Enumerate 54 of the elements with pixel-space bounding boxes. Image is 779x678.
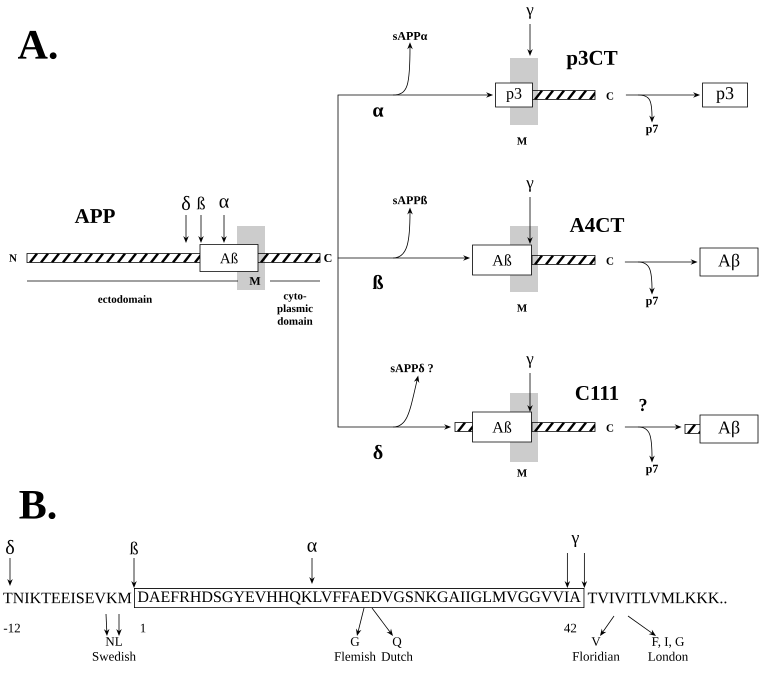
protein-box: Aß	[200, 244, 258, 272]
sequence-text: TVIVITLVMLKKK..	[588, 592, 726, 604]
cleavage-site-label: ß	[196, 196, 205, 210]
fragment-label: p7	[646, 124, 658, 136]
mutation-label: G Flemish	[334, 637, 376, 661]
protein-box: Aβ	[700, 248, 758, 276]
arrow	[628, 616, 656, 636]
cleavage-site-label: δ	[182, 196, 190, 210]
cleavage-site-label: γ	[526, 356, 534, 368]
mutation-label: NL Swedish	[92, 637, 136, 661]
panel-letter: A.	[18, 30, 57, 60]
residue-number: -12	[4, 624, 20, 632]
fragment-label: p7	[646, 296, 658, 308]
fragment-label: sAPPα	[393, 32, 428, 40]
cleavage-site-label: γ	[526, 180, 534, 192]
membrane-label: M	[517, 469, 527, 477]
membrane-label: M	[517, 304, 527, 312]
terminus-label: C	[324, 254, 332, 262]
mutation-label: F, I, G London	[648, 637, 688, 661]
domain-label: ectodomain	[98, 295, 152, 303]
fragment-label: sAPPδ ?	[390, 364, 433, 372]
edge-label: ß	[371, 274, 385, 290]
membrane-label: M	[250, 277, 260, 285]
sequence-box: DAEFRHDSGYEVHHQKLVFFAEDVGSNKGAIIGLMVGGVVIA	[134, 588, 584, 608]
edge-label: α	[371, 106, 385, 118]
residue-number: 42	[564, 624, 576, 632]
protein-name: C111	[576, 386, 618, 400]
arrow	[372, 608, 393, 636]
mutation-label: V Floridian	[572, 637, 620, 661]
protein-box: p3	[702, 82, 748, 108]
cleavage-site-label: ß	[130, 542, 138, 554]
panel-letter: B.	[19, 490, 56, 520]
cleavage-site-label: δ	[6, 540, 14, 554]
cleavage-site-label: γ	[526, 7, 534, 19]
cleavage-site-label: α	[220, 198, 229, 208]
protein-name: p3CT	[566, 50, 618, 70]
residue-number: 1	[140, 624, 146, 632]
fragment-label: sAPPß	[393, 196, 428, 204]
protein-box: p3	[495, 82, 533, 108]
protein-box: Aβ	[700, 414, 758, 444]
fragment-label: p7	[646, 464, 658, 476]
cleavage-site-label: γ	[571, 534, 579, 548]
protein-name: A4CT	[570, 218, 624, 232]
sequence-text: TNIKTEEISEVKM	[3, 592, 132, 604]
protein-box: Aß	[472, 244, 532, 276]
edge-label: δ	[372, 444, 384, 460]
protein-name: APP	[74, 209, 115, 223]
edge-label: ?	[638, 398, 648, 412]
membrane-label: M	[517, 137, 527, 145]
protein-box: Aß	[472, 412, 532, 442]
cleavage-site-label: α	[308, 542, 317, 552]
domain-label: cyto- plasmic domain	[277, 293, 313, 325]
terminus-label: N	[9, 254, 17, 262]
mutation-label: Q Dutch	[382, 637, 413, 661]
